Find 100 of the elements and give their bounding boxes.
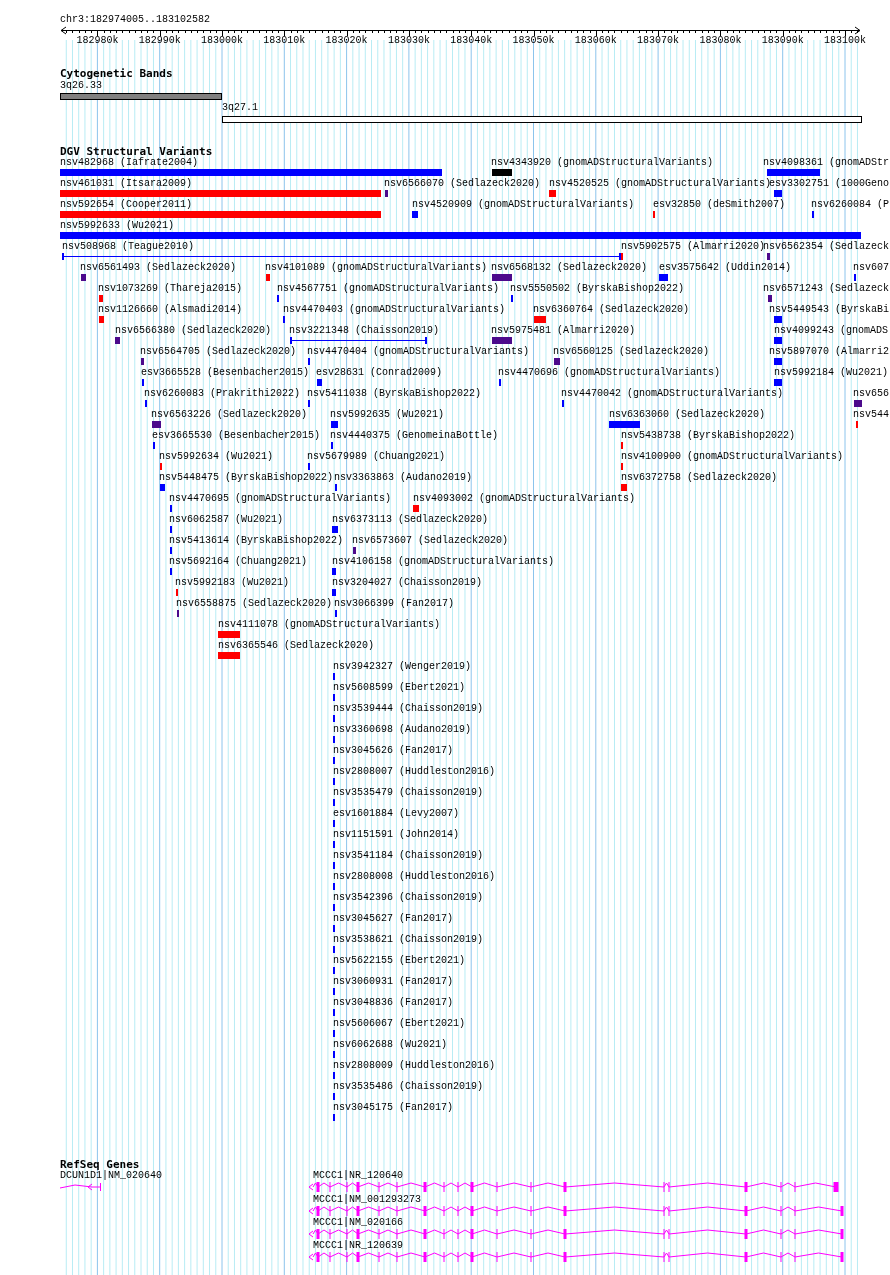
tick-label: 183000k [201,35,243,47]
variant-label: nsv6360764 (Sedlazeck2020) [533,304,690,316]
variant-label: nsv6571243 (Sedlazeck [763,283,890,295]
region-coordinates: chr3:182974005..183102582 [60,14,211,26]
variant-label: nsv6563226 (Sedlazeck2020) [151,409,308,421]
track-title: RefSeq Genes [60,1158,140,1171]
variant-label: nsv6560125 (Sedlazeck2020) [553,346,710,358]
variant-label: nsv6561493 (Sedlazeck2020) [80,262,237,274]
variant-label: nsv5411038 (ByrskaBishop2022) [307,388,482,400]
variant-label: esv3302751 (1000Geno [769,178,890,190]
band-label: 3q26.33 [60,80,102,92]
variant-label: nsv3360698 (Audano2019) [333,724,472,736]
variant-label: nsv6363060 (Sedlazeck2020) [609,409,766,421]
variant-label: nsv1126660 (Alsmadi2014) [98,304,243,316]
variant-label: nsv656 [853,388,889,400]
tick-label: 183050k [512,35,555,47]
tick-label: 182980k [76,35,119,47]
variant-label: nsv4099243 (gnomADS [774,325,889,337]
variant-label: nsv5448475 (ByrskaBishop2022) [159,472,334,484]
variant-label: nsv3535486 (Chaisson2019) [333,1081,484,1093]
variant-label: nsv592654 (Cooper2011) [60,199,193,211]
variant-label: nsv3363863 (Audano2019) [334,472,473,484]
variant-label: nsv6558875 (Sedlazeck2020) [176,598,333,610]
variant-label: nsv3542396 (Chaisson2019) [333,892,484,904]
tick-label: 183070k [637,35,680,47]
gene-label: MCCC1|NR_120639 [313,1240,403,1252]
gene-label: MCCC1|NR_120640 [313,1170,403,1182]
gene-label: DCUN1D1|NM_020640 [60,1170,163,1182]
variant-label: nsv4470403 (gnomADStructuralVariants) [283,304,506,316]
variant-label: nsv6373113 (Sedlazeck2020) [332,514,489,526]
variant-label: nsv4520909 (gnomADStructuralVariants) [412,199,635,211]
variant-label: nsv6260084 (P [811,199,889,211]
variant-label: nsv508968 (Teague2010) [62,241,195,253]
variant-label: nsv3066399 (Fan2017) [334,598,455,610]
tick-label: 182990k [138,35,181,47]
variant-label: nsv4106158 (gnomADStructuralVariants) [332,556,555,568]
tick-label: 183010k [263,35,306,47]
variant-label: nsv3541184 (Chaisson2019) [333,850,484,862]
variant-label: nsv4343920 (gnomADStructuralVariants) [491,157,714,169]
variant-label: nsv5608599 (Ebert2021) [333,682,466,694]
variant-label: nsv607 [853,262,889,274]
variant-label: esv3665528 (Besenbacher2015) [141,367,310,379]
variant-label: nsv3048836 (Fan2017) [333,997,454,1009]
variant-label: nsv3060931 (Fan2017) [333,976,454,988]
variant-label: nsv6566070 (Sedlazeck2020) [384,178,541,190]
variant-label: nsv5449543 (ByrskaBi [769,304,890,316]
track-title: Cytogenetic Bands [60,67,173,80]
variant-label: nsv6566380 (Sedlazeck2020) [115,325,272,337]
variant-label: nsv3204027 (Chaisson2019) [332,577,483,589]
variant-label: nsv6573607 (Sedlazeck2020) [352,535,509,547]
variant-label: nsv5438738 (ByrskaBishop2022) [621,430,796,442]
variant-label: esv3575642 (Uddin2014) [659,262,792,274]
variant-label: nsv5992633 (Wu2021) [60,220,175,232]
variant-label: nsv4567751 (gnomADStructuralVariants) [277,283,500,295]
variant-label: nsv6568132 (Sedlazeck2020) [491,262,648,274]
variant-label: esv1601884 (Levy2007) [333,808,460,820]
tick-label: 183030k [387,35,430,47]
variant-label: nsv482968 (Iafrate2004) [60,157,199,169]
variant-label: nsv3942327 (Wenger2019) [333,661,472,673]
variant-label: nsv3045175 (Fan2017) [333,1102,454,1114]
variant-label: nsv5679989 (Chuang2021) [307,451,446,463]
variant-label: nsv5992634 (Wu2021) [159,451,274,463]
gene-label: MCCC1|NM_001293273 [313,1194,422,1206]
variant-label: nsv5622155 (Ebert2021) [333,955,466,967]
variant-label: esv28631 (Conrad2009) [316,367,443,379]
variant-label: nsv6365546 (Sedlazeck2020) [218,640,375,652]
variant-label: nsv5413614 (ByrskaBishop2022) [169,535,344,547]
variant-label: nsv4470404 (gnomADStructuralVariants) [307,346,530,358]
variant-label: nsv5550502 (ByrskaBishop2022) [510,283,685,295]
tick-label: 183080k [699,35,742,47]
variant-label: nsv3221348 (Chaisson2019) [289,325,440,337]
variant-label: nsv544 [853,409,889,421]
tick-label: 183020k [325,35,368,47]
tick-label: 183060k [574,35,617,47]
variant-label: nsv2808009 (Huddleston2016) [333,1060,496,1072]
variant-label: nsv6062688 (Wu2021) [333,1039,448,1051]
variant-label: nsv5606067 (Ebert2021) [333,1018,466,1030]
variant-label: nsv1073269 (Thareja2015) [98,283,243,295]
variant-label: nsv4093002 (gnomADStructuralVariants) [413,493,636,505]
variant-label: nsv5692164 (Chuang2021) [169,556,308,568]
variant-label: nsv3538621 (Chaisson2019) [333,934,484,946]
variant-label: nsv2808007 (Huddleston2016) [333,766,496,778]
variant-label: nsv4470696 (gnomADStructuralVariants) [498,367,721,379]
variant-label: nsv5992184 (Wu2021) [774,367,889,379]
variant-label: nsv5992635 (Wu2021) [330,409,445,421]
variant-label: nsv4100900 (gnomADStructuralVariants) [621,451,844,463]
variant-label: nsv6562354 (Sedlazeck [763,241,890,253]
variant-label: nsv4101089 (gnomADStructuralVariants) [265,262,488,274]
variant-label: nsv4470042 (gnomADStructuralVariants) [561,388,784,400]
tick-label: 183100k [824,35,866,47]
gene-label: MCCC1|NM_020166 [313,1217,403,1229]
variant-label: esv3665530 (Besenbacher2015) [152,430,321,442]
track-title: DGV Structural Variants [60,145,213,158]
tick-label: 183090k [761,35,804,47]
variant-label: nsv3045626 (Fan2017) [333,745,454,757]
variant-label: nsv461031 (Itsara2009) [60,178,193,190]
band-label: 3q27.1 [222,102,258,114]
variant-label: nsv5992183 (Wu2021) [175,577,290,589]
variant-label: esv32850 (deSmith2007) [653,199,786,211]
variant-label: nsv4098361 (gnomADStr [763,157,890,169]
